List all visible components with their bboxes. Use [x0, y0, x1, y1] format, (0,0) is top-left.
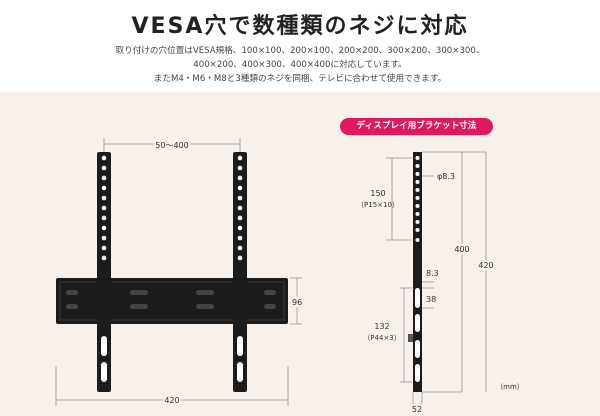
dim-label-420-front: 420 — [164, 396, 179, 405]
description-line-1: 取り付けの穴位置はVESA規格、100×100、200×100、200×200、… — [115, 46, 485, 56]
page-title: VESA穴で数種類のネジに対応 — [131, 14, 469, 39]
dim-label-p15: （P15×10） — [357, 201, 399, 209]
dimension-badge: ディスプレイ用ブラケット寸法 — [340, 118, 493, 135]
right-arm — [233, 152, 247, 392]
front-view: 50～400 — [55, 138, 304, 407]
side-view: 150 （P15×10） φ8.3 400 420 8.3 38 132 （P4… — [357, 151, 524, 414]
dim-label-420-side: 420 — [478, 261, 493, 270]
description-line-3: またM4・M6・M8と3種類のネジを同梱、テレビに合わせて使用できます。 — [153, 74, 447, 84]
unit-label: （mm） — [496, 383, 524, 391]
wall-plate — [56, 278, 288, 324]
dim-label-96: 96 — [292, 298, 302, 307]
dim-label-50-400: 50～400 — [155, 141, 188, 150]
dim-label-phi: φ8.3 — [437, 172, 455, 181]
dim-label-132: 132 — [374, 322, 389, 331]
dim-label-8-3: 8.3 — [426, 269, 439, 278]
dim-label-p44: （P44×3） — [363, 334, 400, 342]
dim-label-400: 400 — [454, 245, 469, 254]
dim-label-150: 150 — [370, 189, 385, 198]
dim-label-52: 52 — [412, 405, 422, 414]
description: 取り付けの穴位置はVESA規格、100×100、200×100、200×200、… — [0, 44, 600, 86]
header: VESA穴で数種類のネジに対応 取り付けの穴位置はVESA規格、100×100、… — [0, 0, 600, 92]
dim-label-38: 38 — [426, 295, 436, 304]
side-bar — [413, 152, 422, 392]
left-arm — [97, 152, 111, 392]
description-line-2: 400×200、400×300、400×400に対応しています。 — [193, 60, 407, 70]
